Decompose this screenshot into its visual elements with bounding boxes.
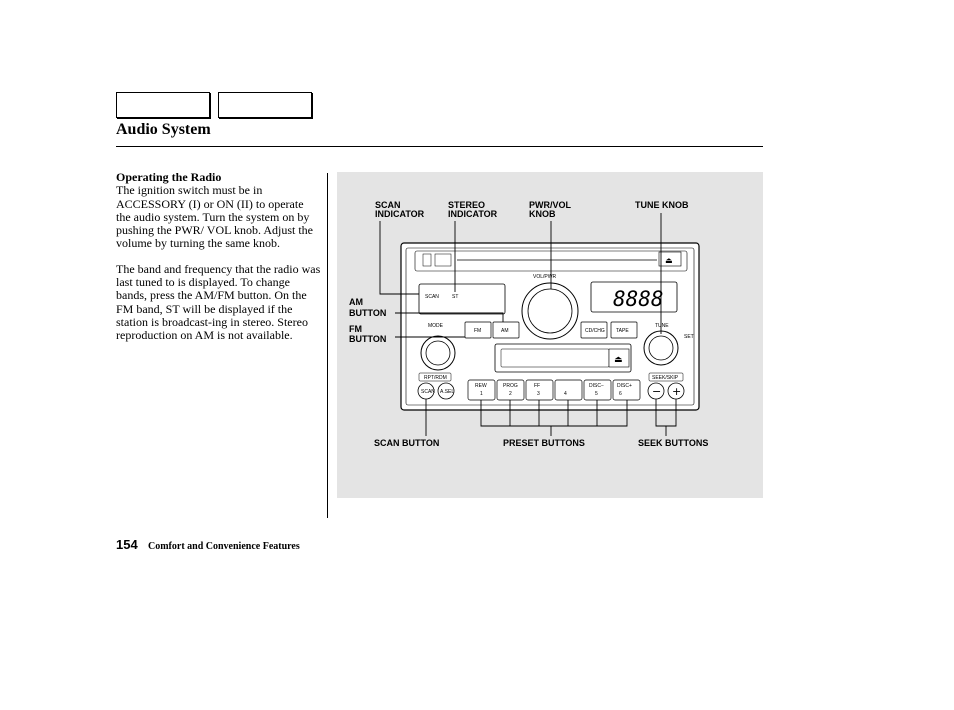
tape-eject-button[interactable] [608,348,630,368]
seek-skip-text: SEEK/SKIP [652,375,679,381]
tape-button[interactable] [610,321,638,339]
vol-pwr-text: VOL/PWR [533,274,556,280]
unit-inner-frame [405,247,695,406]
am-button-text: AM [501,328,509,334]
preset-button-1[interactable] [467,379,496,401]
column-divider [327,173,328,518]
set-text: SET [684,334,694,340]
header-tab-2 [218,92,312,118]
seek-up-text: + [672,385,681,398]
display-scan-indicator: SCAN [425,294,439,300]
tune-knob-label: TUNE KNOB [635,200,689,210]
cd-chg-button[interactable] [580,321,608,339]
stereo-indicator-label: STEREO [448,200,485,210]
preset-button-4[interactable] [554,379,583,401]
cd-eject-icon: ⏏ [665,256,673,265]
audio-knob[interactable] [425,340,451,366]
am-button-label-2: BUTTON [349,308,386,318]
fm-button-text: FM [474,328,481,334]
pwr-vol-knob[interactable] [527,288,573,334]
scan-button-label: SCAN BUTTON [374,438,439,448]
scan-indicator-label-2: INDICATOR [375,209,425,219]
cd-logo [434,253,452,267]
preset-button-2[interactable] [496,379,525,401]
cd-eject-button[interactable] [658,251,682,267]
header-tab-1 [116,92,210,118]
am-button-label: AM [349,297,363,307]
frequency-display [590,281,678,313]
leader-lines [379,213,677,436]
preset-button-3[interactable] [525,379,554,401]
am-button-leader [395,312,504,322]
section-heading: Operating the Radio [116,170,222,184]
pwr-vol-knob-label: PWR/VOL [529,200,572,210]
audio-unit-figure: SCAN INDICATOR STEREO INDICATOR PWR/VOL … [337,172,763,498]
tune-text: TUNE [655,323,669,329]
display-st-indicator: ST [452,294,458,300]
preset-4-num: 4 [564,391,567,397]
page-number: 154 [116,537,138,552]
rpt-rdm-text: RPT/RDM [424,375,447,381]
body-text: Operating the Radio The ignition switch … [116,170,321,355]
a-sel-button-text: A.SEL [440,389,454,395]
band-display [418,283,506,315]
paragraph-2: The band and frequency that the radio wa… [116,261,321,343]
fm-button-label: FM [349,324,362,334]
preset-1-top: REW [475,383,487,389]
section-footer: Comfort and Convenience Features [148,541,300,552]
preset-3-top: FF [534,383,540,389]
tape-eject-icon: ⏏ [614,355,623,365]
preset-6-num: 6 [619,391,622,397]
preset-buttons-leader [480,400,628,427]
cd-chg-button-text: CD/CHG [585,328,605,334]
preset-6-top: DISC+ [617,383,632,389]
preset-2-top: PROG [503,383,518,389]
audio-unit-diagram: SCAN INDICATOR STEREO INDICATOR PWR/VOL … [349,200,708,448]
seek-down-text: − [652,385,661,398]
tape-door [494,343,632,373]
preset-button-5[interactable] [583,379,612,401]
fm-button-label-2: BUTTON [349,334,386,344]
scan-button-text: SCAN [421,389,435,395]
pwr-vol-knob-label-2: KNOB [529,209,556,219]
paragraph-1: The ignition switch must be in ACCESSORY… [116,183,314,251]
rpt-rdm-bar [418,372,452,382]
mode-text: MODE [428,323,444,329]
am-button[interactable] [492,321,520,339]
seek-skip-bar [648,372,684,382]
preset-3-num: 3 [537,391,540,397]
tape-button-text: TAPE [616,328,629,334]
preset-button-6[interactable] [612,379,641,401]
preset-5-top: DISC− [589,383,604,389]
preset-buttons-label: PRESET BUTTONS [503,438,585,448]
page-title: Audio System [116,121,211,138]
title-rule [116,146,763,147]
preset-1-num: 1 [480,391,483,397]
stereo-indicator-label-2: INDICATOR [448,209,498,219]
seek-buttons-label: SEEK BUTTONS [638,438,708,448]
a-sel-button[interactable] [437,382,455,400]
fm-button[interactable] [464,321,492,339]
frequency-readout: 8888 [613,287,664,311]
preset-5-num: 5 [595,391,598,397]
cd-badge [422,253,432,267]
scan-indicator-label: SCAN [375,200,401,210]
tune-knob[interactable] [648,335,674,361]
preset-2-num: 2 [509,391,512,397]
scan-indicator-leader [379,221,419,295]
